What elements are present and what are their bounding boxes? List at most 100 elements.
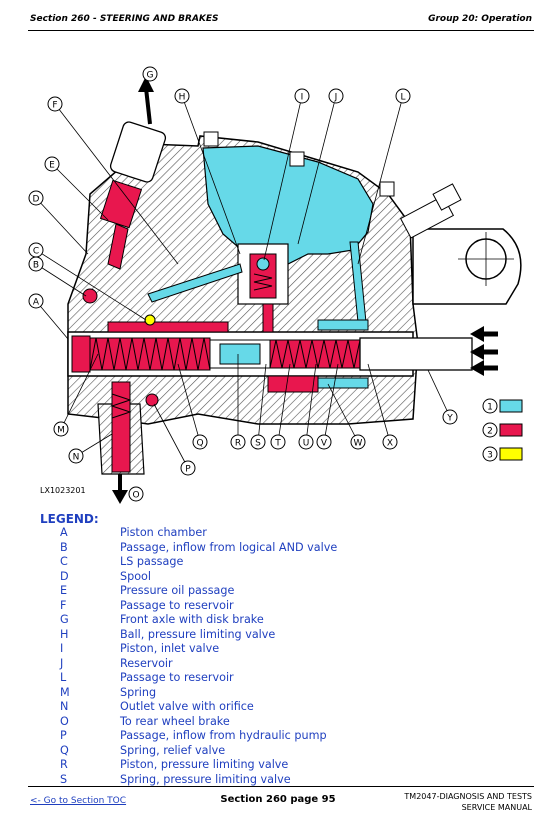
ls-passage	[144, 314, 156, 326]
leader-line-t	[277, 363, 291, 443]
legend-item: P Passage, inflow from hydraulic pump	[60, 729, 337, 744]
legend-key: E	[60, 584, 68, 597]
key-swatch	[499, 399, 523, 413]
and-valve-ball	[82, 288, 98, 304]
legend-title: LEGEND:	[40, 512, 99, 526]
bolt-top-1	[203, 131, 219, 147]
legend-key: F	[60, 598, 67, 612]
leader-line-e	[51, 163, 109, 221]
leader-line-f	[54, 103, 179, 265]
callout-d: D	[33, 195, 40, 205]
manual-title: TM2047-DIAGNOSIS AND TESTS SERVICE MANUA…	[404, 791, 532, 813]
arrow-down-o	[112, 474, 128, 504]
callout-circle-l	[395, 88, 411, 104]
legend-text: LS passage	[120, 555, 184, 568]
legend-key: H	[60, 627, 69, 641]
legend-item: C LS passage	[60, 555, 337, 570]
legend-text: To rear wheel brake	[120, 714, 230, 728]
key-circle	[482, 446, 498, 462]
callout-b: B	[33, 261, 39, 271]
leader-line-m	[60, 353, 99, 430]
callout-circle-f	[47, 96, 63, 112]
legend-key: C	[60, 555, 68, 568]
spring-m	[89, 337, 211, 371]
key-swatch	[499, 423, 523, 437]
legend-text: Reservoir	[120, 656, 173, 670]
piston-chamber	[71, 335, 91, 373]
callout-h: H	[179, 93, 186, 103]
callout-circle-p	[180, 460, 196, 476]
callout-j: J	[334, 93, 338, 103]
outlet-valve	[97, 381, 145, 475]
key-circle	[482, 398, 498, 414]
legend-text: Piston, pressure limiting valve	[120, 758, 289, 771]
section-toc-link[interactable]: <- Go to Section TOC	[30, 796, 127, 806]
legend-key: G	[60, 613, 69, 626]
callout-circle-a	[28, 293, 44, 309]
cyan-land-1	[317, 319, 369, 331]
callout-x: X	[387, 439, 393, 449]
callout-circle-y	[442, 409, 458, 425]
legend-key: R	[60, 758, 68, 771]
legend-key: S	[60, 772, 68, 786]
leader-line-i	[263, 95, 303, 261]
key-number: 2	[487, 427, 493, 437]
section-title: Section 260 - STEERING AND BRAKES	[30, 14, 219, 24]
group-title: Group 20: Operation	[428, 14, 532, 24]
legend-text: Passage to reservoir	[120, 671, 234, 684]
pump-inflow-p	[145, 393, 159, 407]
manual-line-2: SERVICE MANUAL	[461, 803, 532, 812]
legend-key: J	[60, 656, 64, 670]
callout-a: A	[33, 298, 40, 308]
callout-circle-o	[128, 486, 144, 502]
callout-circle-m	[53, 421, 69, 437]
legend-text: Pressure oil passage	[120, 584, 235, 597]
callout-circle-q	[192, 434, 208, 450]
callout-circle-w	[350, 434, 366, 450]
legend-text: Outlet valve with orifice	[120, 700, 254, 713]
leader-line-c	[35, 249, 147, 321]
bolt-top-2	[289, 151, 305, 167]
red-passage-3	[267, 375, 319, 393]
spring-s	[269, 339, 361, 369]
callout-w: W	[354, 439, 363, 449]
callout-q: Q	[196, 439, 203, 449]
key-swatch	[499, 447, 523, 461]
callout-m: M	[57, 426, 65, 436]
color-key: 123	[482, 398, 523, 462]
callout-g: G	[147, 71, 154, 81]
figure-id: LX1023201	[40, 486, 86, 495]
callout-circle-d	[28, 190, 44, 206]
legend-key: D	[60, 569, 69, 583]
callout-n: N	[73, 453, 80, 463]
callout-l: L	[400, 93, 405, 103]
leader-line-u	[305, 363, 317, 443]
legend-text: Piston, inlet valve	[120, 642, 220, 655]
leader-line-b	[35, 263, 87, 297]
legend-key: O	[60, 714, 69, 728]
legend-item: R Piston, pressure limiting valve	[60, 758, 337, 773]
leader-line-a	[35, 300, 69, 340]
callout-circle-i	[294, 88, 310, 104]
legend-item: J Reservoir	[60, 657, 337, 672]
bolt-top-3	[379, 181, 395, 197]
callout-circle-g	[142, 66, 158, 82]
callout-circle-c	[28, 242, 44, 258]
legend-text: Piston chamber	[120, 526, 207, 539]
leader-line-h	[181, 95, 241, 255]
legend-key: P	[60, 729, 67, 742]
callout-circle-t	[270, 434, 286, 450]
leader-line-s	[257, 363, 267, 443]
legend-item: E Pressure oil passage	[60, 584, 337, 599]
legend-text: Passage, inflow from hydraulic pump	[120, 729, 327, 742]
red-passage-2	[262, 303, 274, 333]
piston-r	[219, 343, 261, 365]
leader-line-q	[177, 363, 201, 443]
